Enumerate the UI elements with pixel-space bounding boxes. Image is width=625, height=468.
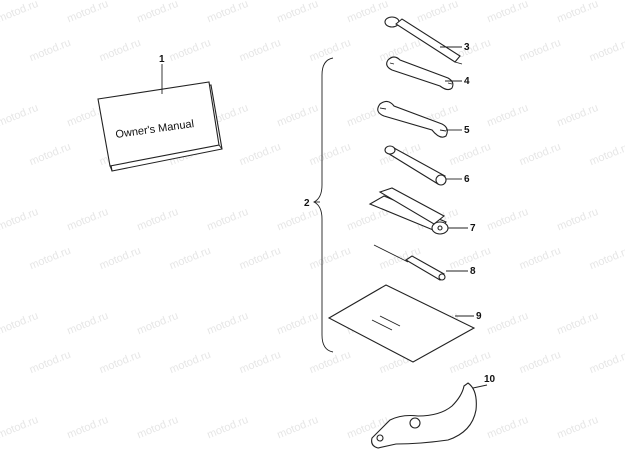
watermark-text: motod.ru	[448, 141, 493, 168]
watermark-text: motod.ru	[28, 245, 73, 272]
watermark-text: motod.ru	[555, 206, 600, 233]
watermark-text: motod.ru	[205, 0, 250, 25]
watermark-text: motod.ru	[555, 0, 600, 25]
watermark-text: motod.ru	[238, 349, 283, 376]
watermark-text: motod.ru	[588, 141, 625, 168]
watermark-text: motod.ru	[275, 414, 320, 441]
watermark-text: motod.ru	[205, 414, 250, 441]
watermark-text: motod.ru	[65, 310, 110, 337]
hook-bracket	[371, 382, 477, 449]
callout-5: 5	[464, 125, 470, 136]
watermark-text: motod.ru	[275, 102, 320, 129]
watermark-text: motod.ru	[518, 349, 563, 376]
screwdriver	[373, 244, 446, 281]
open-end-wrench-large	[377, 100, 448, 138]
owners-manual: Owner's Manual	[97, 81, 223, 172]
watermark-text: motod.ru	[308, 141, 353, 168]
watermark-text: motod.ru	[98, 37, 143, 64]
watermark-text: motod.ru	[518, 37, 563, 64]
watermark-text: motod.ru	[28, 349, 73, 376]
watermark-text: motod.ru	[485, 102, 530, 129]
watermark-text: motod.ru	[415, 0, 460, 25]
watermark-text: motod.ru	[0, 414, 40, 441]
watermark-text: motod.ru	[308, 245, 353, 272]
callout-8: 8	[470, 266, 476, 277]
watermark-text: motod.ru	[205, 206, 250, 233]
watermark-text: motod.ru	[485, 0, 530, 25]
callout-3: 3	[464, 42, 470, 53]
watermark-text: motod.ru	[555, 310, 600, 337]
watermark-layer: motod.ru motod.ru motod.ru motod.ru motod.ru…	[0, 0, 625, 441]
watermark-text: motod.ru	[135, 206, 180, 233]
watermark-text: motod.ru	[168, 37, 213, 64]
watermark-text: motod.ru	[275, 0, 320, 25]
watermark-text: motod.ru	[0, 102, 40, 129]
watermark-text: motod.ru	[308, 37, 353, 64]
leader-10	[472, 384, 488, 389]
plug-wrench	[384, 16, 463, 65]
watermark-text: motod.ru	[485, 414, 530, 441]
callout-2: 2	[304, 198, 310, 209]
watermark-text: motod.ru	[275, 310, 320, 337]
watermark-text: motod.ru	[98, 349, 143, 376]
watermark-text: motod.ru	[28, 141, 73, 168]
watermark-text: motod.ru	[238, 37, 283, 64]
watermark-text: motod.ru	[135, 0, 180, 25]
watermark-text: motod.ru	[345, 0, 390, 25]
watermark-text: motod.ru	[168, 349, 213, 376]
watermark-text: motod.ru	[0, 310, 40, 337]
watermark-text: motod.ru	[485, 206, 530, 233]
watermark-text: motod.ru	[588, 245, 625, 272]
callout-9: 9	[476, 311, 482, 322]
watermark-text: motod.ru	[98, 245, 143, 272]
watermark-text: motod.ru	[135, 414, 180, 441]
watermark-text: motod.ru	[135, 310, 180, 337]
tool-bag	[327, 284, 476, 363]
callout-6: 6	[464, 174, 470, 185]
callout-7: 7	[470, 223, 476, 234]
tool-holder	[368, 187, 449, 235]
watermark-text: motod.ru	[65, 206, 110, 233]
watermark-text: motod.ru	[0, 0, 40, 25]
watermark-text: motod.ru	[308, 349, 353, 376]
watermark-text: motod.ru	[555, 102, 600, 129]
watermark-text: motod.ru	[448, 349, 493, 376]
watermark-text: motod.ru	[28, 37, 73, 64]
open-end-wrench-small	[386, 56, 454, 91]
box-spanner	[384, 145, 447, 186]
callout-4: 4	[464, 76, 470, 87]
callout-1: 1	[159, 54, 165, 65]
watermark-text: motod.ru	[65, 0, 110, 25]
watermark-text: motod.ru	[65, 414, 110, 441]
watermark-text: motod.ru	[275, 206, 320, 233]
tool-kit-bracket	[312, 57, 334, 353]
watermark-text: motod.ru	[518, 245, 563, 272]
watermark-text: motod.ru	[555, 414, 600, 441]
watermark-text: motod.ru	[205, 310, 250, 337]
callout-10: 10	[484, 374, 496, 385]
watermark-text: motod.ru	[485, 310, 530, 337]
watermark-text: motod.ru	[238, 245, 283, 272]
watermark-text: motod.ru	[588, 37, 625, 64]
watermark-text: motod.ru	[238, 141, 283, 168]
watermark-text: motod.ru	[588, 349, 625, 376]
watermark-text: motod.ru	[0, 206, 40, 233]
watermark-text: motod.ru	[518, 141, 563, 168]
watermark-text: motod.ru	[168, 245, 213, 272]
